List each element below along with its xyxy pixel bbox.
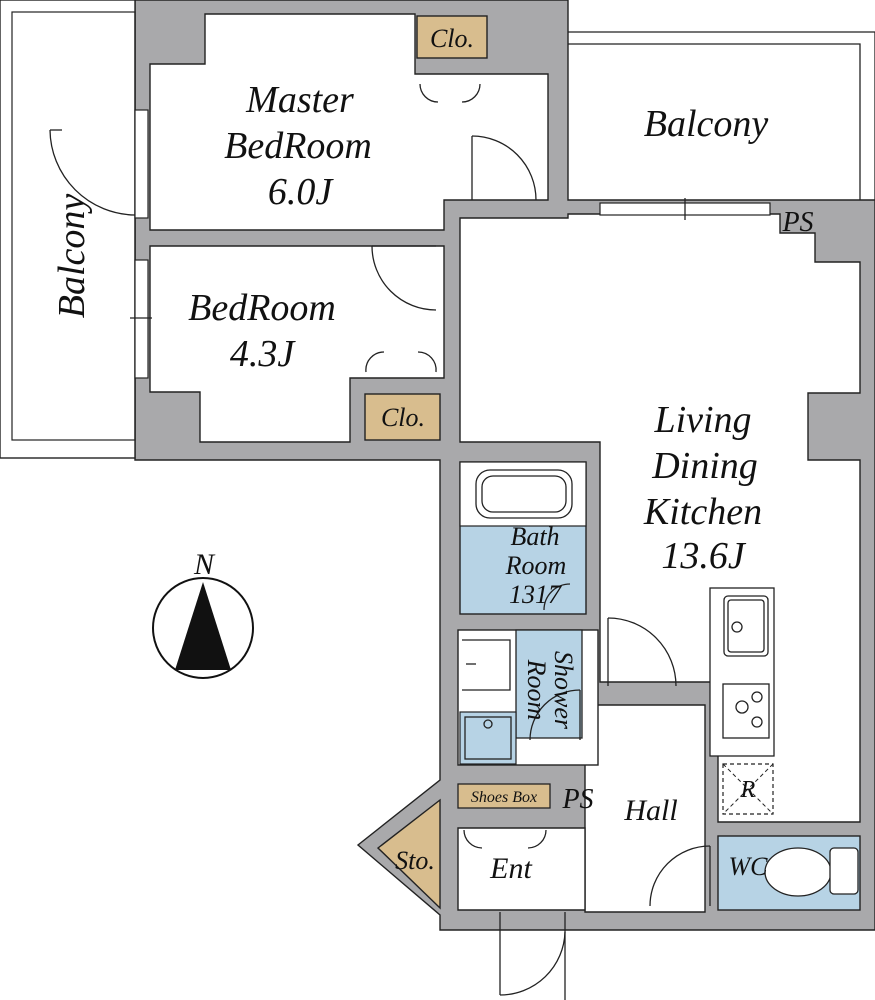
balcony-top-label: Balcony — [644, 103, 769, 145]
master-bedroom-line1: Master — [245, 79, 354, 121]
storage — [376, 798, 441, 910]
bath-line2: Room — [505, 551, 567, 580]
entrance-label: Ent — [489, 852, 532, 885]
shoes-box — [457, 783, 551, 809]
bedroom-name: BedRoom — [188, 287, 336, 329]
balcony-left — [0, 0, 136, 459]
room-labels: Master BedRoom 6.0J BedRoom 4.3J Living … — [51, 24, 814, 885]
entrance — [457, 827, 586, 911]
bedroom-size: 4.3J — [230, 333, 297, 375]
toilet — [764, 847, 832, 897]
ldk-line3: Kitchen — [643, 491, 762, 533]
closet-mid-label: Clo. — [381, 403, 425, 432]
bath-line1: Bath — [510, 522, 559, 551]
balcony-left-label: Balcony — [51, 194, 93, 319]
refrigerator-label: R — [740, 777, 756, 803]
north-label: N — [193, 548, 216, 581]
bath-size: 1317 — [509, 580, 562, 609]
bedroom — [149, 245, 445, 443]
kitchen-sink — [723, 595, 769, 657]
ldk-size: 13.6J — [661, 535, 747, 577]
master-bedroom-line2: BedRoom — [224, 125, 372, 167]
doors — [49, 83, 711, 1000]
bathtub — [475, 469, 573, 519]
ldk-line1: Living — [653, 399, 751, 441]
stove — [722, 683, 770, 739]
hall-label: Hall — [623, 794, 677, 827]
storage-label: Sto. — [395, 846, 435, 875]
shower-room — [515, 629, 583, 739]
ps-bottom-label: PS — [561, 784, 593, 815]
shoes-box-label: Shoes Box — [471, 789, 537, 806]
master-bedroom — [149, 13, 549, 231]
closet-top-label: Clo. — [430, 24, 474, 53]
compass-arrow — [175, 582, 231, 670]
kitchen-counter — [709, 587, 775, 815]
balcony-top — [568, 31, 875, 200]
shower-line2: Room — [522, 659, 551, 721]
ps-top-label: PS — [781, 207, 813, 238]
closet-mid — [364, 393, 441, 441]
north-compass: N — [152, 548, 254, 679]
wc-label: WC — [729, 852, 769, 881]
washbasin — [459, 711, 517, 765]
refrigerator — [722, 763, 774, 815]
closet-top — [416, 15, 488, 59]
shower-line1: Shower — [549, 651, 578, 730]
master-bedroom-size: 6.0J — [268, 171, 335, 213]
windows — [130, 109, 771, 379]
ldk-line2: Dining — [651, 445, 758, 487]
